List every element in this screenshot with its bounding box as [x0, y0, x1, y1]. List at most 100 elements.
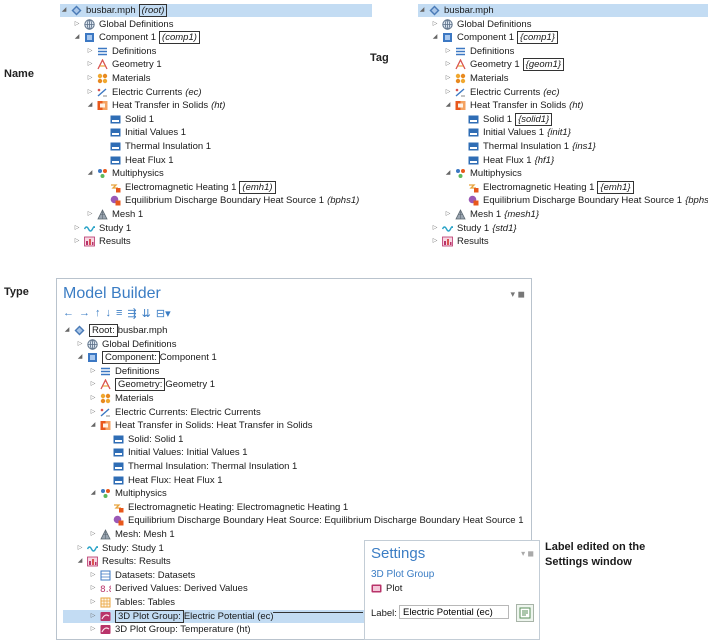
expand-arrow-icon[interactable]: ▷: [432, 20, 438, 27]
collapse-arrow-icon[interactable]: ◢: [445, 102, 451, 109]
plot-button[interactable]: Plot: [371, 583, 402, 594]
tree-node-gdef[interactable]: ▷Global Definitions: [63, 338, 177, 351]
tree-node-root[interactable]: ◢Root: busbar.mph: [63, 324, 167, 337]
tree-node-emh[interactable]: Electromagnetic Heating 1{emh1}: [418, 180, 634, 194]
tree-node-ht[interactable]: ◢Heat Transfer in Solids: Heat Transfer …: [63, 419, 313, 432]
collapse-arrow-icon[interactable]: ◢: [432, 34, 438, 41]
tree-node-pg2[interactable]: ▷3D Plot Group: Temperature (ht): [63, 623, 251, 636]
collapse-arrow-icon[interactable]: ◢: [90, 422, 96, 429]
tree-node-init[interactable]: Initial Values 1{init1}: [418, 126, 571, 139]
tree-node-mesh[interactable]: ▷Mesh 1{mesh1}: [418, 208, 539, 221]
tree-node-root[interactable]: ◢busbar.mph(root): [60, 4, 372, 17]
collapse-arrow-icon[interactable]: ◢: [61, 7, 67, 13]
expand-arrow-icon[interactable]: ▷: [90, 599, 96, 605]
expand-arrow-icon[interactable]: ▷: [90, 585, 96, 592]
expand-arrow-icon[interactable]: ▷: [90, 408, 96, 415]
expand-arrow-icon[interactable]: ▷: [90, 612, 96, 619]
tree-node-multi[interactable]: ◢Multiphysics: [63, 487, 167, 500]
tree-node-mesh[interactable]: ▷Mesh: Mesh 1: [63, 528, 175, 541]
expand-arrow-icon[interactable]: ▷: [74, 20, 80, 27]
label-input[interactable]: [399, 605, 509, 619]
expand-arrow-icon[interactable]: ▷: [90, 626, 96, 633]
expand-arrow-icon[interactable]: ▷: [87, 88, 93, 95]
tree-node-results[interactable]: ◢Results: Results: [63, 555, 171, 568]
tree-node-mat[interactable]: ▷Materials: [63, 392, 154, 405]
expand-arrow-icon[interactable]: ▷: [445, 75, 451, 81]
tree-node-gdef[interactable]: ▷Global Definitions: [60, 18, 174, 31]
reset-label-button[interactable]: [516, 604, 534, 622]
tree-node-results[interactable]: ▷Results: [60, 235, 131, 248]
tree-node-hf[interactable]: Heat Flux: Heat Flux 1: [63, 474, 223, 487]
expand-arrow-icon[interactable]: ▷: [432, 238, 438, 245]
tree-node-derived[interactable]: ▷8.8Derived Values: Derived Values: [63, 582, 248, 595]
expand-arrow-icon[interactable]: ▷: [90, 531, 96, 537]
tree-node-hf[interactable]: Heat Flux 1: [60, 154, 174, 167]
tree-node-multi[interactable]: ◢Multiphysics: [418, 167, 522, 180]
tree-node-hf[interactable]: Heat Flux 1{hf1}: [418, 154, 554, 167]
tree-node-geom[interactable]: ▷Geometry 1{geom1}: [418, 58, 565, 72]
expand-arrow-icon[interactable]: ▷: [432, 224, 438, 231]
expand-arrow-icon[interactable]: ▷: [74, 224, 80, 231]
tree-node-study[interactable]: ▷Study 1{std1}: [418, 222, 517, 235]
collapse-arrow-icon[interactable]: ◢: [90, 490, 96, 497]
tree-node-solid[interactable]: Solid 1: [60, 113, 154, 126]
tree-node-defs[interactable]: ▷Definitions: [418, 45, 515, 58]
collapse-arrow-icon[interactable]: ◢: [419, 7, 425, 13]
toolbar-button-5[interactable]: ⇶: [127, 308, 137, 320]
toolbar-button-7[interactable]: ⊟▾: [155, 308, 171, 320]
tree-node-solid[interactable]: Solid 1{solid1}: [418, 112, 553, 126]
expand-arrow-icon[interactable]: ▷: [87, 211, 93, 217]
toolbar-button-6[interactable]: ⇊: [141, 308, 151, 320]
tree-node-geom[interactable]: ▷Geometry: Geometry 1: [63, 378, 215, 392]
expand-arrow-icon[interactable]: ▷: [445, 88, 451, 95]
tree-node-emh[interactable]: Electromagnetic Heating: Electromagnetic…: [63, 501, 348, 514]
expand-arrow-icon[interactable]: ▷: [90, 367, 96, 374]
tree-node-init[interactable]: Initial Values: Initial Values 1: [63, 446, 248, 459]
tree-node-init[interactable]: Initial Values 1: [60, 126, 186, 139]
tree-node-gdef[interactable]: ▷Global Definitions: [418, 18, 532, 31]
tree-node-datasets[interactable]: ▷Datasets: Datasets: [63, 569, 196, 582]
expand-arrow-icon[interactable]: ▷: [445, 211, 451, 217]
panel-menu-icon[interactable]: ▾ ◼: [510, 289, 526, 299]
tree-node-ht[interactable]: ◢Heat Transfer in Solids(ht): [418, 99, 584, 112]
tree-node-study[interactable]: ▷Study: Study 1: [63, 542, 164, 555]
toolbar-button-0[interactable]: ←: [63, 307, 74, 319]
expand-arrow-icon[interactable]: ▷: [87, 47, 93, 54]
expand-arrow-icon[interactable]: ▷: [77, 340, 83, 347]
tree-node-defs[interactable]: ▷Definitions: [60, 45, 157, 58]
expand-arrow-icon[interactable]: ▷: [74, 238, 80, 245]
collapse-arrow-icon[interactable]: ◢: [87, 170, 93, 177]
collapse-arrow-icon[interactable]: ◢: [77, 558, 83, 565]
expand-arrow-icon[interactable]: ▷: [87, 61, 93, 68]
expand-arrow-icon[interactable]: ▷: [87, 75, 93, 81]
tree-node-comp[interactable]: ◢Component: Component 1: [63, 351, 217, 365]
toolbar-button-4[interactable]: ≡: [116, 307, 123, 319]
collapse-arrow-icon[interactable]: ◢: [445, 170, 451, 177]
expand-arrow-icon[interactable]: ▷: [90, 395, 96, 401]
tree-node-mesh[interactable]: ▷Mesh 1: [60, 208, 143, 221]
collapse-arrow-icon[interactable]: ◢: [74, 34, 80, 41]
tree-node-ins[interactable]: Thermal Insulation 1{ins1}: [418, 140, 596, 153]
tree-node-bphs[interactable]: Equilibrium Discharge Boundary Heat Sour…: [63, 514, 524, 527]
tree-node-defs[interactable]: ▷Definitions: [63, 365, 160, 378]
tree-node-study[interactable]: ▷Study 1: [60, 222, 132, 235]
toolbar-button-1[interactable]: →: [79, 307, 90, 319]
collapse-arrow-icon[interactable]: ◢: [87, 102, 93, 109]
tree-node-ec[interactable]: ▷Electric Currents(ec): [60, 86, 202, 99]
tree-node-tables[interactable]: ▷Tables: Tables: [63, 596, 175, 609]
tree-node-comp[interactable]: ◢Component 1(comp1): [60, 31, 200, 45]
tree-node-ec[interactable]: ▷Electric Currents: Electric Currents: [63, 406, 261, 419]
tree-node-results[interactable]: ▷Results: [418, 235, 489, 248]
tree-node-multi[interactable]: ◢Multiphysics: [60, 167, 164, 180]
tree-node-geom[interactable]: ▷Geometry 1: [60, 58, 162, 71]
expand-arrow-icon[interactable]: ▷: [445, 47, 451, 54]
panel-menu-icon[interactable]: ▾ ◼: [521, 549, 534, 558]
tree-node-mat[interactable]: ▷Materials: [60, 72, 151, 85]
toolbar-button-3[interactable]: ↓: [105, 307, 112, 319]
tree-node-ht[interactable]: ◢Heat Transfer in Solids(ht): [60, 99, 226, 112]
collapse-arrow-icon[interactable]: ◢: [77, 354, 83, 361]
toolbar-button-2[interactable]: ↑: [95, 307, 101, 319]
expand-arrow-icon[interactable]: ▷: [90, 571, 96, 578]
tree-node-bphs[interactable]: Equilibrium Discharge Boundary Heat Sour…: [418, 194, 708, 207]
tree-node-emh[interactable]: Electromagnetic Heating 1(emh1): [60, 180, 276, 194]
